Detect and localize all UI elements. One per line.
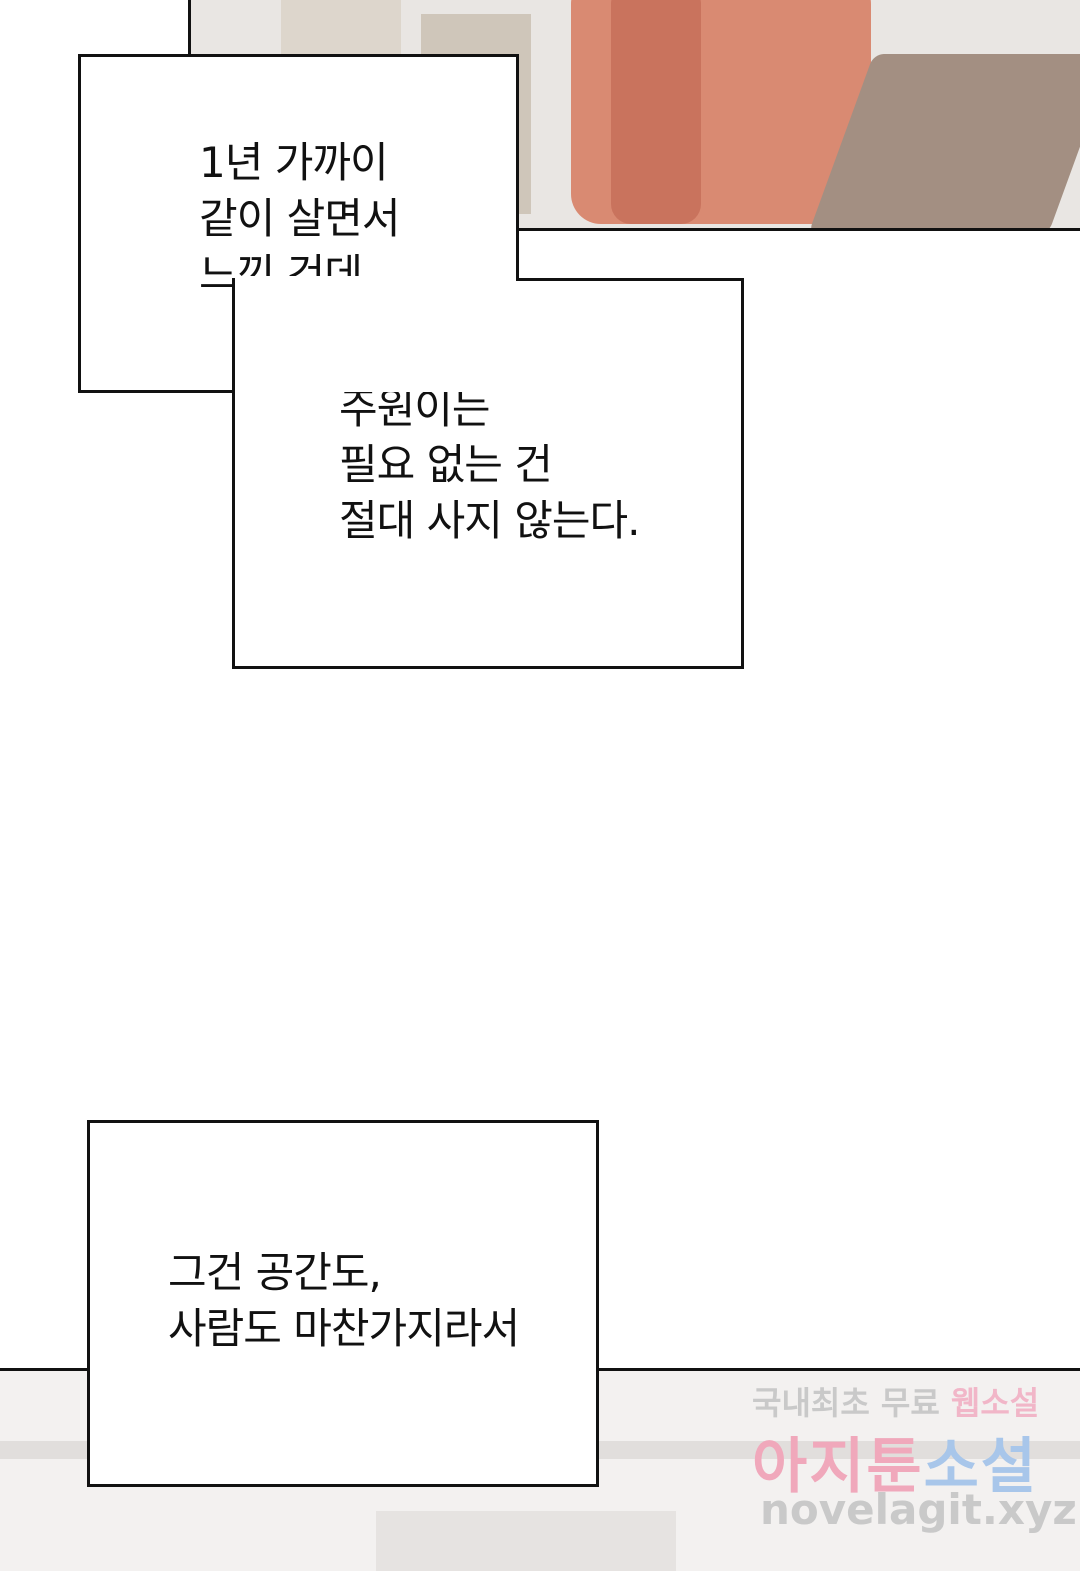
watermark-url: novelagit.xyz xyxy=(760,1485,1077,1534)
shirt-fold xyxy=(611,0,701,224)
caption-text: 주원이는 필요 없는 건 절대 사지 않는다. xyxy=(339,384,641,545)
caption-text: 그건 공간도, 사람도 마찬가지라서 xyxy=(168,1248,520,1353)
caption-seam xyxy=(235,276,516,278)
furniture-shape xyxy=(376,1511,676,1571)
watermark-tagline: 국내최초 무료 웹소설 xyxy=(752,1384,1040,1422)
caption-box: 그건 공간도, 사람도 마찬가지라서 xyxy=(87,1120,599,1487)
caption-seam xyxy=(235,276,516,392)
watermark-brand: 아지툰소설 xyxy=(752,1432,1039,1502)
